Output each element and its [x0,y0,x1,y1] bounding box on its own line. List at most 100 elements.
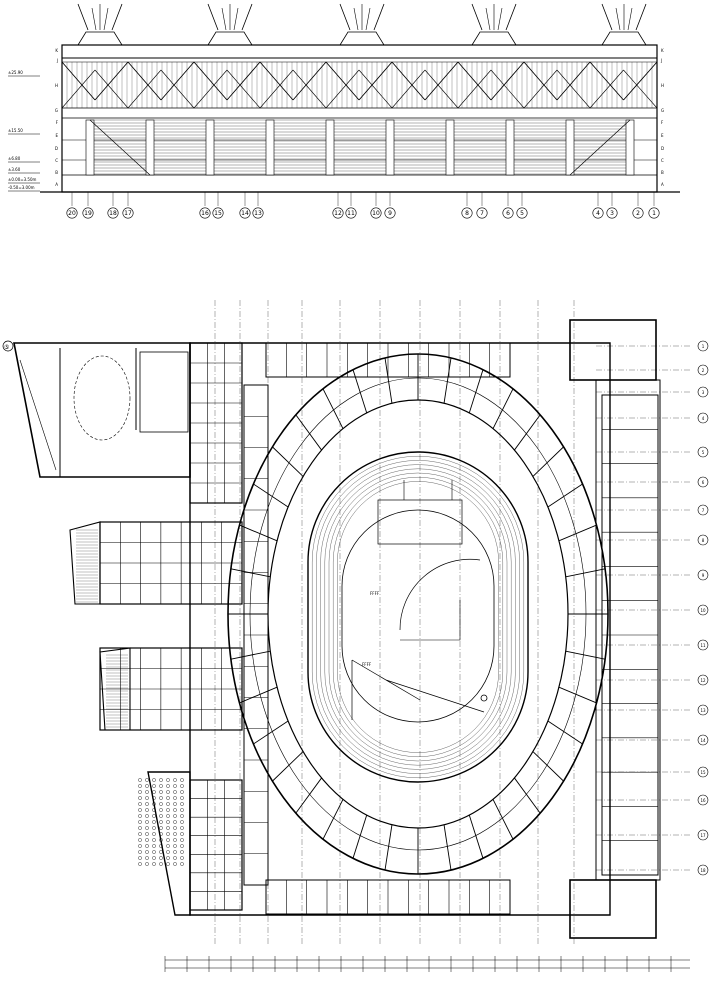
axis-label: 10 [700,608,706,613]
axis-bubble [199,207,211,219]
axis-bubble [648,207,660,219]
axis-bubble [107,207,119,219]
axis-label: 6 [702,480,705,485]
level-mark: -0.50=3.00m [8,185,35,190]
axis-bubble [502,207,514,219]
row-label: H [661,83,664,88]
left-room-blocks [69,342,243,911]
axis-bubble [592,207,604,219]
axis-label: 2 [636,210,640,217]
axis-label: 16 [201,210,209,217]
row-label: B [661,170,664,175]
axis-bubble [252,207,264,219]
track-label-2: FFFF [362,662,372,667]
axis-label: 9 [702,573,705,578]
axis-bubble [697,364,709,376]
dimension-chain [164,956,672,972]
axis-bubble [697,412,709,424]
axis-bubble [82,207,94,219]
axis-bubble [461,207,473,219]
axis-label: 6 [506,210,510,217]
stadium-stands [227,353,609,875]
axis-label: 14 [241,210,249,217]
axis-bubble [697,734,709,746]
axis-bubble [476,207,488,219]
row-label: H [55,83,58,88]
axis-bubble [697,766,709,778]
axis-bubble [697,534,709,546]
axis-label: 9 [388,210,392,217]
axis-bubble [697,386,709,398]
row-label: A [661,182,664,187]
axis-label: 18 [700,868,706,873]
axis-bubble [697,569,709,581]
running-track: FFFF FFFF [307,451,529,783]
axis-label: 11 [700,643,706,648]
axis-bubble [697,639,709,651]
axis-label: 17 [124,210,132,217]
axis-bubble [370,207,382,219]
axis-label: 12 [334,210,342,217]
roof-masts [77,3,647,46]
axis-label: 7 [702,508,705,513]
axis-bubble [345,207,357,219]
axis-label: 13 [254,210,262,217]
plan-grid [214,300,690,945]
axis-bubble [697,340,709,352]
row-label: G [661,108,664,113]
axis-label: 8 [465,210,469,217]
row-label: F [56,120,59,125]
row-label: J [660,58,662,63]
row-label: D [661,146,664,151]
axis-bubble [212,207,224,219]
axis-label: 5 [702,450,705,455]
axis-label: 15 [700,770,706,775]
row-label: K [55,48,58,53]
level-marks: ±25.90±15.50±6.80±3.60±0.00=3.50m-0.50=3… [8,70,40,192]
axis-bubble [697,829,709,841]
axis-label: 16 [700,798,706,803]
axis-bubble [66,207,78,219]
axis-label: 18 [109,210,117,217]
plan-left-label: ⑤ [4,344,9,351]
axis-bubble [122,207,134,219]
axis-label: 5 [520,210,524,217]
axis-label: 1 [702,344,705,349]
axis-label: 13 [700,708,706,713]
axis-label: 3 [610,210,614,217]
axis-bubble [606,207,618,219]
axis-bubble [697,794,709,806]
axis-label: 1 [652,210,656,217]
axis-label: 7 [480,210,484,217]
stadium-elevation: ±25.90±15.50±6.80±3.60±0.00=3.50m-0.50=3… [8,3,680,219]
row-label: G [55,108,58,113]
axis-bubble [697,704,709,716]
seating-tiers [85,119,635,176]
perimeter-rooms [243,342,659,915]
axis-label: 4 [596,210,600,217]
level-mark: ±25.90 [8,70,23,75]
row-label: F [661,120,664,125]
axis-label: 15 [214,210,222,217]
axis-bubble [697,864,709,876]
axis-bubble [384,207,396,219]
row-label: E [55,133,58,138]
axis-bubble [697,446,709,458]
axis-bubble [697,604,709,616]
axis-label: 11 [347,210,355,217]
axis-label: 17 [700,833,706,838]
axis-bubble [697,476,709,488]
row-label: C [661,158,664,163]
level-mark: ±0.00=3.50m [8,177,37,182]
axis-bubble [697,504,709,516]
row-label: K [661,48,664,53]
row-label: A [55,182,58,187]
axis-label: 4 [702,416,705,421]
axis-bubble [239,207,251,219]
column-lines [71,192,655,206]
axis-bubble [516,207,528,219]
row-label: C [55,158,58,163]
track-label: FFFF [370,591,380,596]
